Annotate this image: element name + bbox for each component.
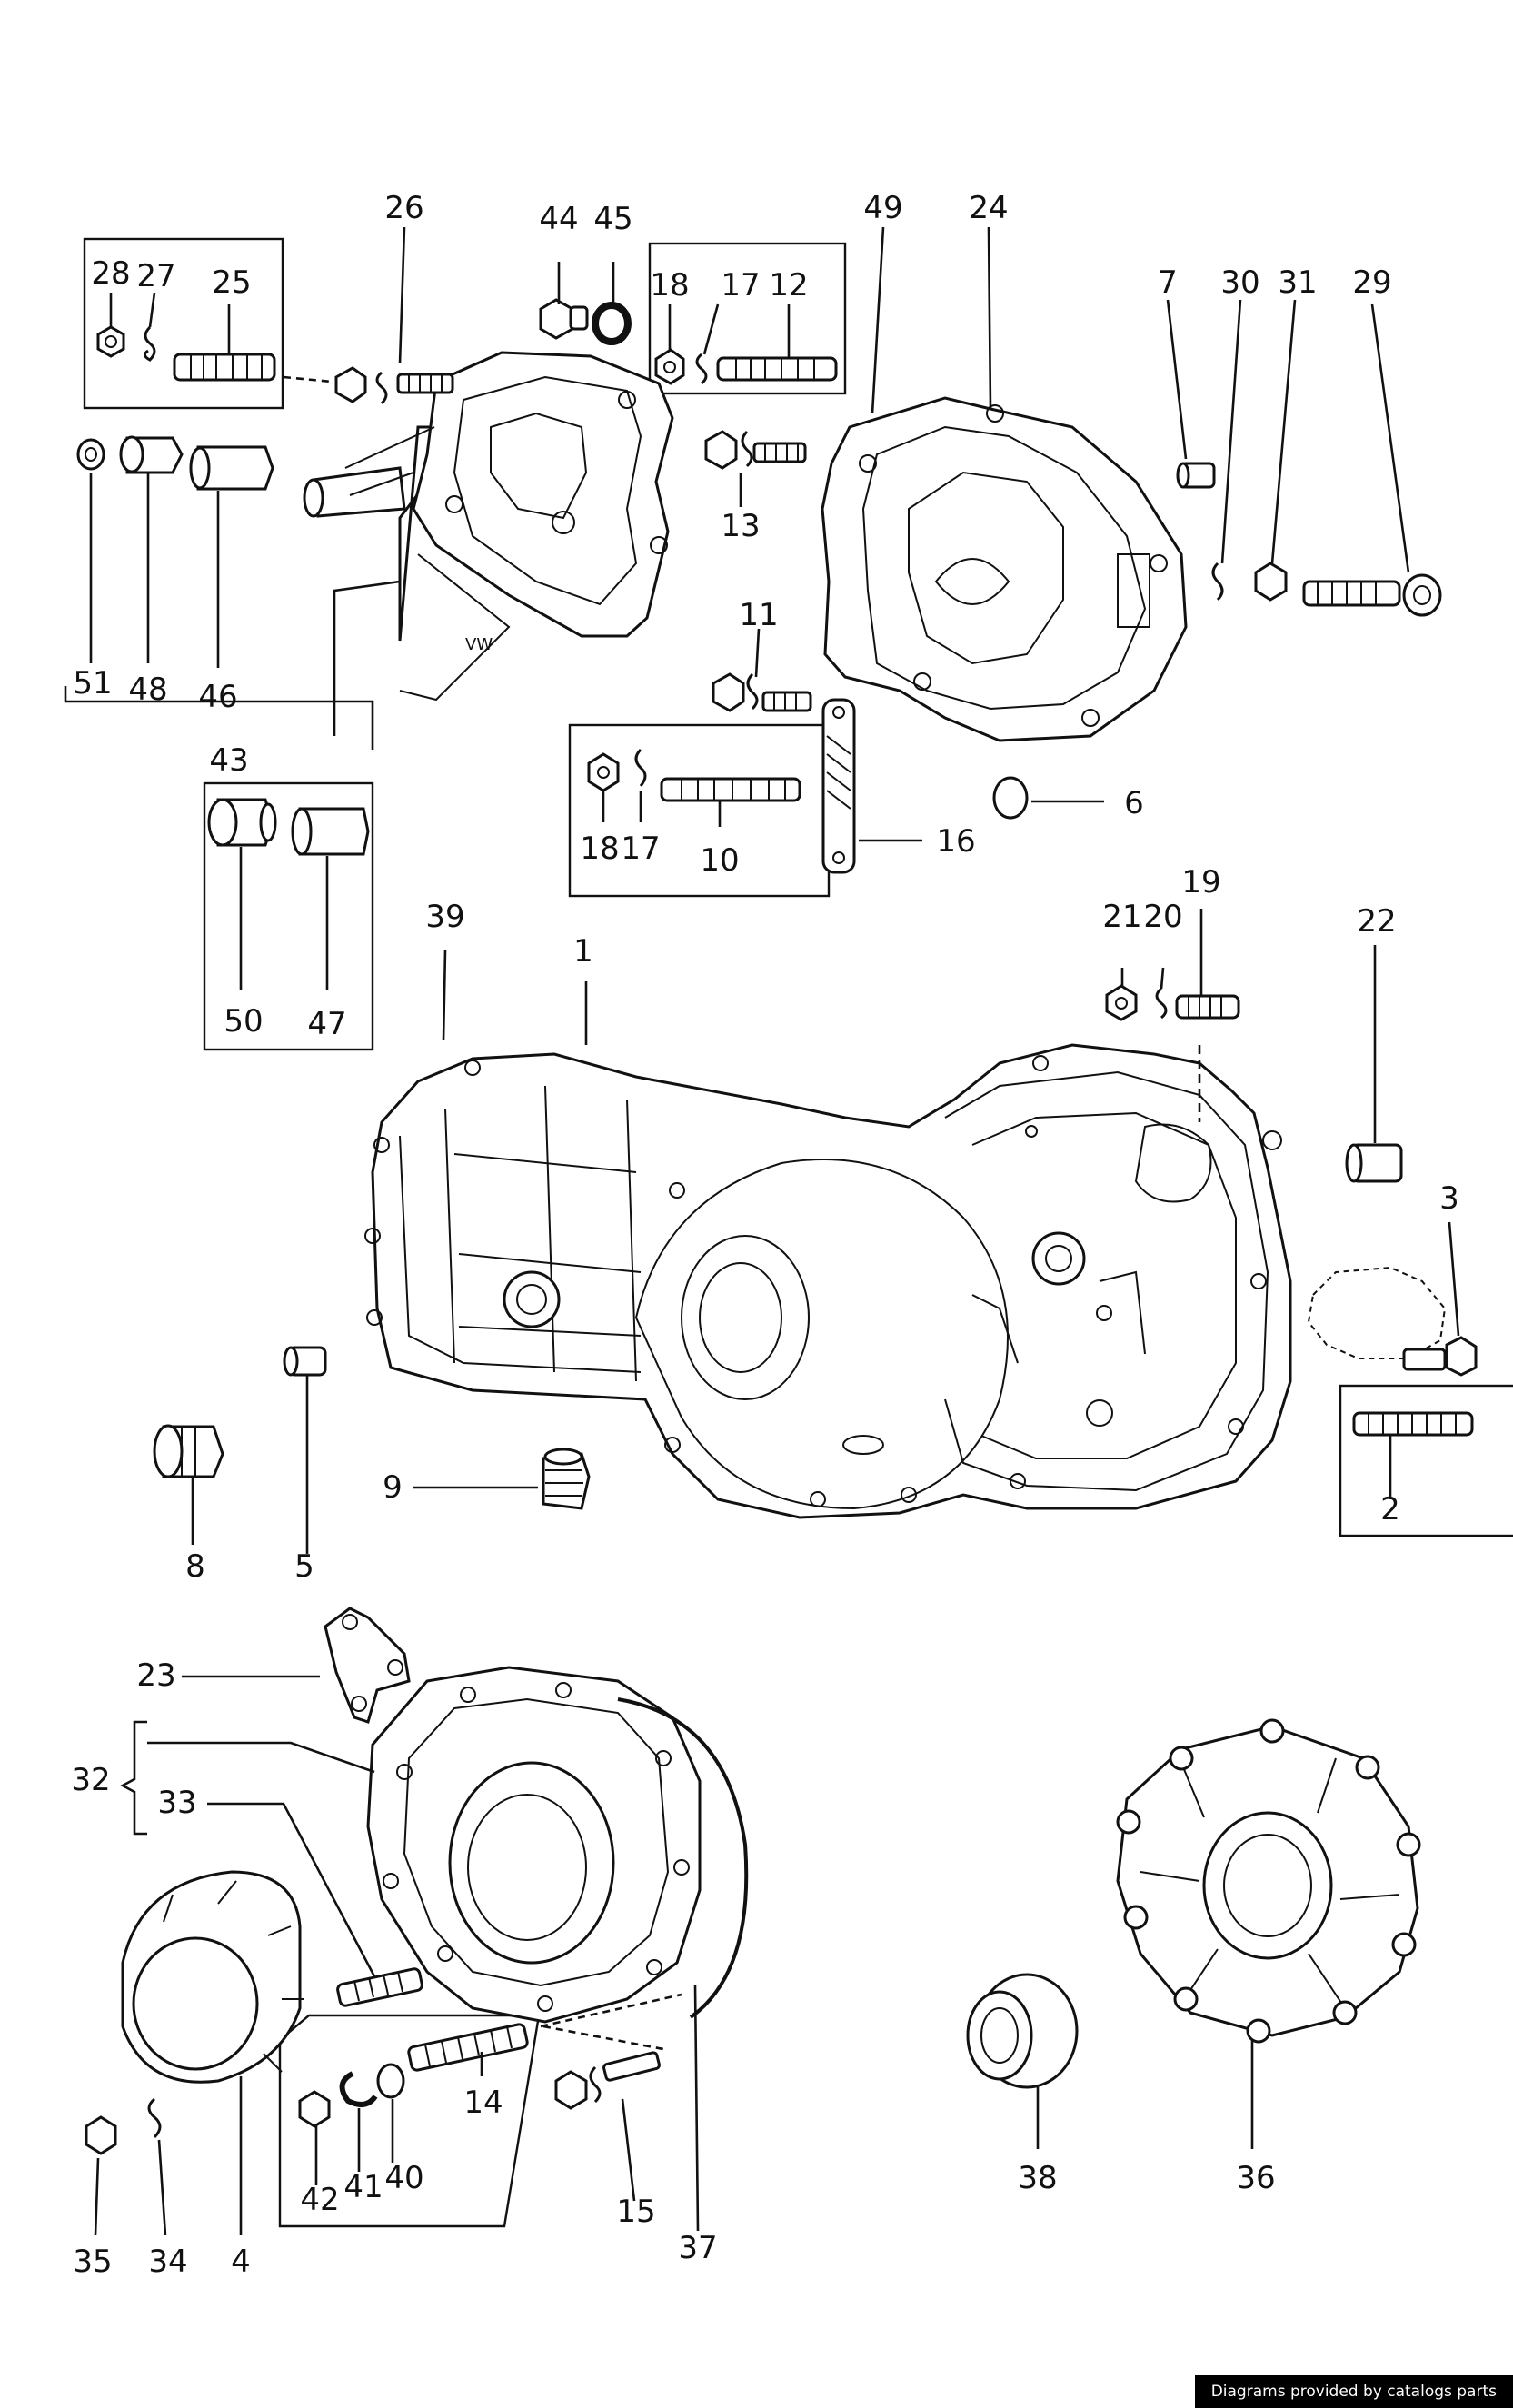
callout: 50 xyxy=(224,1003,263,1040)
callout: 43 xyxy=(209,742,248,779)
stud-33 xyxy=(336,1967,423,2007)
callout: 26 xyxy=(384,190,423,226)
callout: 18 xyxy=(650,267,689,303)
callout: 49 xyxy=(863,190,902,226)
callout: 35 xyxy=(73,2244,112,2280)
callout: 47 xyxy=(307,1006,346,1042)
callout: 48 xyxy=(128,672,167,708)
callout: 21 xyxy=(1102,899,1141,935)
credit-footer: Diagrams provided by catalogs parts xyxy=(1194,2375,1513,2408)
rear-cover-housing: VW xyxy=(303,351,674,702)
dowel-5 xyxy=(283,1346,327,1377)
dowel-7 xyxy=(1176,462,1216,489)
bracket-23 xyxy=(324,1607,411,1724)
nut-washer-stud-18-17-10 xyxy=(587,748,801,802)
nut-35 xyxy=(85,2115,117,2155)
plug-8 xyxy=(153,1424,224,1478)
bracket-32 xyxy=(120,1720,147,1836)
bolt-15 xyxy=(554,2051,661,2110)
bushings-50-47 xyxy=(207,798,370,856)
callout: 22 xyxy=(1357,903,1396,940)
callout: 45 xyxy=(593,201,632,237)
callout: 3 xyxy=(1439,1180,1459,1217)
bracket-43 xyxy=(64,686,374,750)
callout: 14 xyxy=(463,2085,503,2121)
callout: 37 xyxy=(678,2230,717,2266)
box-28-25 xyxy=(83,237,284,410)
bolt-26 xyxy=(334,366,454,405)
callout: 46 xyxy=(198,679,237,715)
differential-cover-36 xyxy=(1116,1718,1421,2044)
callout: 29 xyxy=(1352,264,1391,301)
callout: 51 xyxy=(73,665,112,702)
callout: 25 xyxy=(212,264,251,301)
callout: 41 xyxy=(343,2169,383,2205)
leader-lines xyxy=(89,226,1460,2236)
stud-washer-nut-14-40-41-42 xyxy=(298,2023,529,2128)
callout: 17 xyxy=(621,831,660,867)
callout: 11 xyxy=(739,597,778,633)
callout: 42 xyxy=(300,2182,339,2218)
washer-nut-bolt-30-31-29 xyxy=(1211,562,1442,617)
callout: 38 xyxy=(1018,2160,1057,2196)
plug-9 xyxy=(542,1448,591,1510)
callout: 10 xyxy=(700,842,739,879)
gasket-strip-16 xyxy=(821,698,856,874)
callout: 24 xyxy=(969,190,1008,226)
plug-44-ring-45 xyxy=(539,298,632,345)
callout: 16 xyxy=(936,823,975,860)
bolt-3 xyxy=(1307,1266,1478,1377)
callout: 44 xyxy=(539,201,578,237)
box-18-12 xyxy=(648,242,847,395)
box-50-47 xyxy=(203,781,374,1051)
callout: 8 xyxy=(185,1548,205,1585)
dowel-6 xyxy=(992,776,1029,820)
callout: 36 xyxy=(1236,2160,1275,2196)
svg-text:VW: VW xyxy=(465,635,493,654)
final-drive-cover-32 xyxy=(366,1666,749,2024)
callout: 34 xyxy=(148,2244,187,2280)
callout: 7 xyxy=(1158,264,1178,301)
stud-2 xyxy=(1352,1411,1474,1437)
stud-nut-washer-19-21-20 xyxy=(1105,984,1240,1021)
bolt-11 xyxy=(712,672,812,712)
callout: 27 xyxy=(136,258,175,294)
callout: 19 xyxy=(1181,864,1220,901)
callout: 6 xyxy=(1124,785,1144,821)
bolt-13 xyxy=(704,430,807,470)
callout: 23 xyxy=(136,1657,175,1694)
bushings-51-48-46 xyxy=(76,435,274,491)
callout: 18 xyxy=(580,831,619,867)
bearing-38 xyxy=(966,1973,1079,2089)
callout: 13 xyxy=(721,508,760,544)
callout: 20 xyxy=(1143,899,1182,935)
callout: 1 xyxy=(573,933,593,970)
callout: 30 xyxy=(1220,264,1259,301)
callout: 40 xyxy=(384,2160,423,2196)
callout: 31 xyxy=(1278,264,1317,301)
washer-34 xyxy=(147,2097,162,2139)
callout: 5 xyxy=(294,1548,314,1585)
callout: 17 xyxy=(721,267,760,303)
callout: 2 xyxy=(1380,1491,1400,1527)
callout: 12 xyxy=(769,267,808,303)
callout: 28 xyxy=(91,255,130,292)
callout: 4 xyxy=(231,2244,251,2280)
callout: 15 xyxy=(616,2194,655,2230)
nut-washer-stud-18-17-12 xyxy=(654,348,838,385)
callout: 33 xyxy=(157,1785,196,1821)
callout: 39 xyxy=(425,899,464,935)
transmission-case-1 xyxy=(364,1043,1292,1519)
callout: 32 xyxy=(71,1762,110,1798)
box-42-14 xyxy=(278,2014,541,2228)
box-2 xyxy=(1339,1384,1513,1537)
callout: 9 xyxy=(383,1469,403,1506)
cover-4 xyxy=(121,1870,304,2084)
nut-washer-stud-28-27-25 xyxy=(96,325,276,382)
bushing-22 xyxy=(1345,1143,1403,1183)
intermediate-housing-24 xyxy=(821,396,1188,742)
callout-labels: 26 44 45 49 24 28 27 25 18 17 12 7 30 31… xyxy=(71,190,1458,2280)
